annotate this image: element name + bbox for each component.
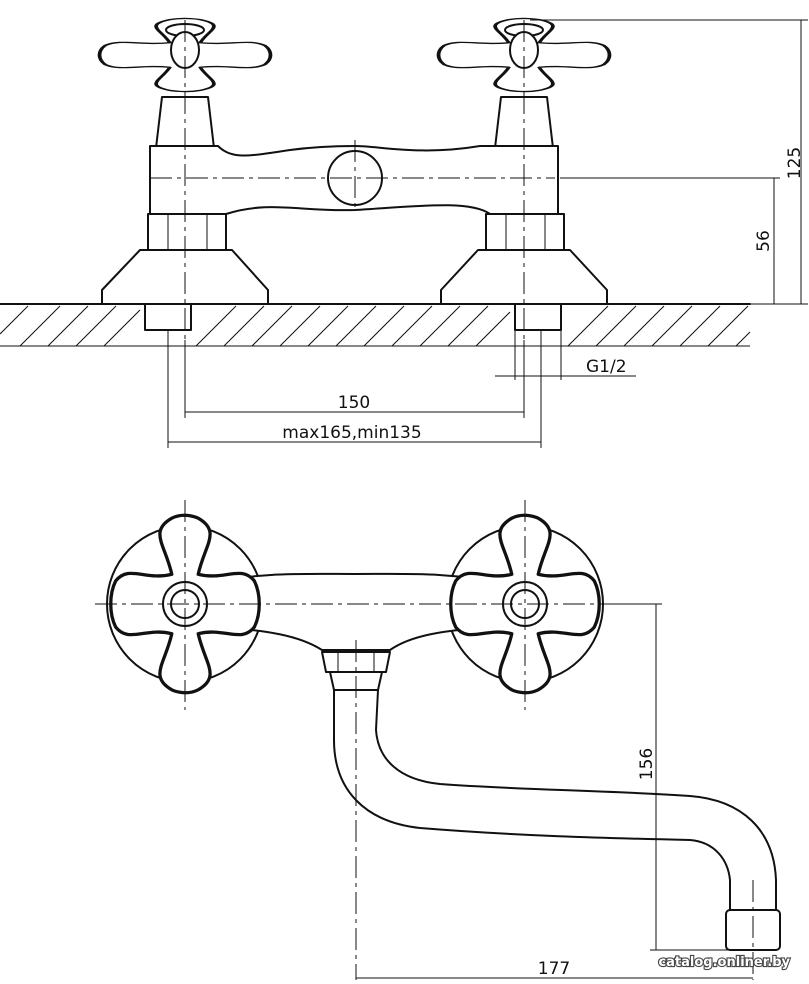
dim-axis-height: 56 (754, 230, 774, 252)
dim-total-height: 125 (785, 147, 805, 179)
dim-center-range: max165,min135 (282, 423, 421, 443)
front-elevation-view: 156 177 (95, 500, 781, 980)
dim-spout-reach: 177 (538, 959, 570, 979)
dim-thread: G1/2 (586, 357, 627, 377)
top-elevation-view: 125 56 G1/2 150 max165,min135 (0, 16, 808, 448)
watermark-text: catalog.onliner.by (658, 955, 790, 970)
surface-hatch (0, 305, 751, 347)
dim-spout-height: 156 (637, 748, 657, 780)
spout (333, 689, 777, 913)
dim-center-distance: 150 (338, 393, 370, 413)
